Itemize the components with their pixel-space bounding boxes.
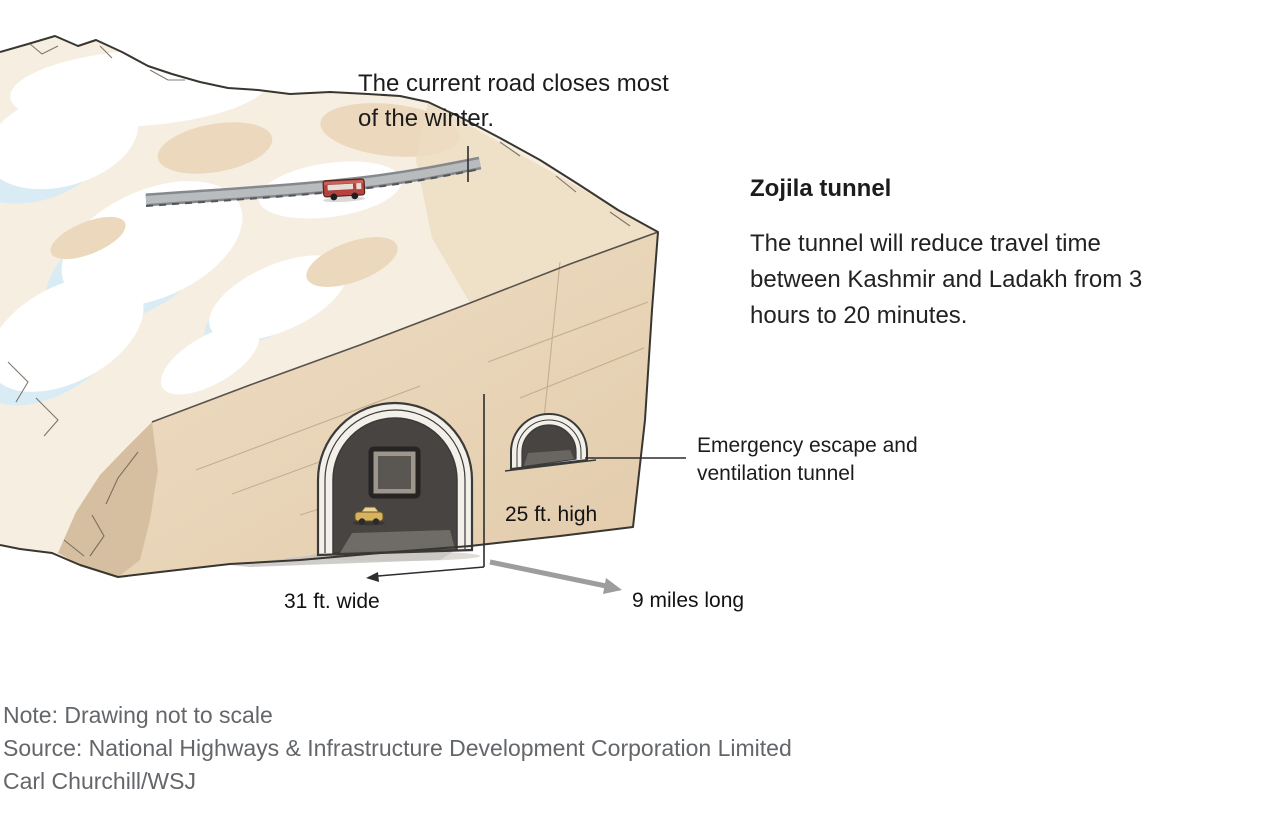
length-arrow-icon bbox=[489, 559, 622, 594]
label-tunnel-height: 25 ft. high bbox=[505, 503, 598, 526]
width-dimension-line bbox=[377, 566, 485, 577]
main-tunnel-portal bbox=[230, 401, 480, 567]
figure-title: Zojila tunnel bbox=[750, 175, 892, 202]
bus-icon bbox=[322, 178, 366, 203]
right-slope bbox=[416, 102, 658, 303]
snow-field bbox=[0, 49, 460, 406]
label-tunnel-length: 9 miles long bbox=[632, 589, 745, 612]
mountain-illustration bbox=[0, 35, 686, 594]
figure-description: The tunnel will reduce travel time betwe… bbox=[750, 230, 1143, 329]
emergency-tunnel-portal bbox=[504, 413, 597, 472]
annotation-leaders bbox=[377, 146, 686, 577]
footer: Note: Drawing not to scale Source: Natio… bbox=[3, 699, 792, 798]
annotation-emergency-tunnel: Emergency escape and ventilation tunnel bbox=[697, 434, 918, 485]
label-tunnel-width: 31 ft. wide bbox=[284, 590, 380, 613]
mountain-front-face bbox=[58, 232, 658, 577]
annotation-current-road: The current road closes most of the wint… bbox=[358, 70, 669, 132]
mountain-outline bbox=[0, 35, 659, 578]
ridge-line bbox=[151, 231, 659, 423]
car-icon bbox=[353, 506, 385, 526]
footer-credit: Carl Churchill/WSJ bbox=[3, 768, 196, 794]
width-arrowhead-icon bbox=[366, 572, 379, 582]
footer-note: Note: Drawing not to scale bbox=[3, 702, 273, 728]
rock-scribbles bbox=[7, 43, 631, 557]
footer-source: Source: National Highways & Infrastructu… bbox=[3, 735, 792, 761]
